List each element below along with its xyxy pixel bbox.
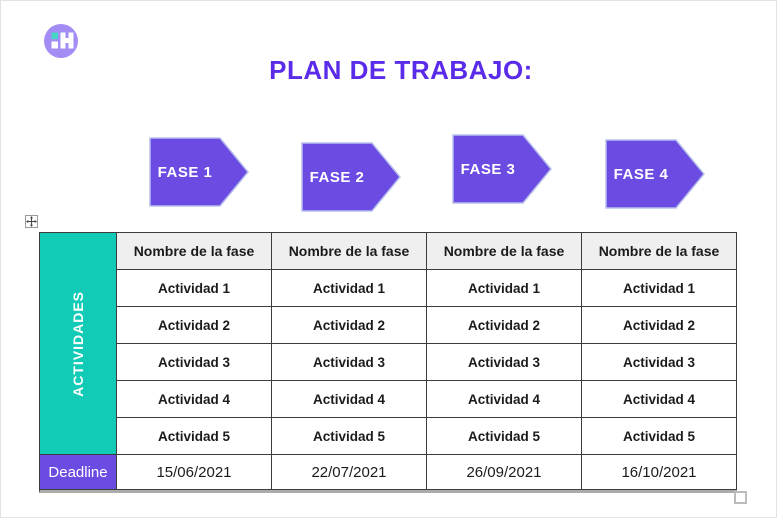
page-title[interactable]: PLAN DE TRABAJO: (269, 55, 533, 85)
table-move-handle[interactable] (25, 215, 38, 228)
deadline-date-cell-4[interactable]: 16/10/2021 (582, 455, 737, 490)
activity-cell[interactable]: Actividad 3 (427, 344, 582, 381)
activity-cell[interactable]: Actividad 4 (272, 381, 427, 418)
activity-cell[interactable]: Actividad 1 (272, 270, 427, 307)
column-header-cell-3[interactable]: Nombre de la fase (427, 233, 582, 270)
row-header-actividades[interactable]: ACTIVIDADES (40, 233, 117, 455)
activity-cell[interactable]: Actividad 3 (117, 344, 272, 381)
four-way-move-icon (26, 216, 37, 227)
row-header-label: ACTIVIDADES (70, 290, 86, 397)
activity-cell[interactable]: Actividad 4 (427, 381, 582, 418)
activity-cell[interactable]: Actividad 3 (272, 344, 427, 381)
table-resize-handle[interactable] (734, 491, 747, 504)
activity-cell[interactable]: Actividad 3 (582, 344, 737, 381)
activity-cell[interactable]: Actividad 1 (117, 270, 272, 307)
activity-cell[interactable]: Actividad 5 (117, 418, 272, 455)
arrow-pentagon-icon (452, 134, 552, 204)
activity-cell[interactable]: Actividad 4 (582, 381, 737, 418)
arrow-pentagon-icon (149, 137, 249, 207)
activity-cell[interactable]: Actividad 5 (582, 418, 737, 455)
deadline-date-cell-3[interactable]: 26/09/2021 (427, 455, 582, 490)
activity-cell[interactable]: Actividad 1 (582, 270, 737, 307)
phase-shape-fase-1[interactable]: FASE 1 (149, 137, 249, 207)
arrow-pentagon-icon (605, 139, 705, 209)
phase-shape-fase-4[interactable]: FASE 4 (605, 139, 705, 209)
activity-cell[interactable]: Actividad 2 (582, 307, 737, 344)
phase-shape-fase-3[interactable]: FASE 3 (452, 134, 552, 204)
activity-cell[interactable]: Actividad 2 (427, 307, 582, 344)
phase-label: FASE 1 (157, 163, 213, 181)
deadline-date-cell-1[interactable]: 15/06/2021 (117, 455, 272, 490)
activity-cell[interactable]: Actividad 4 (117, 381, 272, 418)
activity-cell[interactable]: Actividad 2 (272, 307, 427, 344)
column-header-cell-2[interactable]: Nombre de la fase (272, 233, 427, 270)
brand-logo (43, 23, 79, 59)
deadline-date-cell-2[interactable]: 22/07/2021 (272, 455, 427, 490)
activity-cell[interactable]: Actividad 1 (427, 270, 582, 307)
plan-table: ACTIVIDADES Nombre de la fase Nombre de … (39, 232, 737, 493)
phase-label: FASE 3 (460, 160, 516, 178)
column-header-cell-4[interactable]: Nombre de la fase (582, 233, 737, 270)
deadline-label-cell[interactable]: Deadline (40, 455, 117, 490)
phase-shape-fase-2[interactable]: FASE 2 (301, 142, 401, 212)
phase-label: FASE 2 (309, 168, 365, 186)
column-header-cell-1[interactable]: Nombre de la fase (117, 233, 272, 270)
activity-cell[interactable]: Actividad 2 (117, 307, 272, 344)
blocky-h-logo-icon (44, 24, 78, 58)
arrow-pentagon-icon (301, 142, 401, 212)
phase-label: FASE 4 (613, 165, 669, 183)
activity-cell[interactable]: Actividad 5 (272, 418, 427, 455)
activity-cell[interactable]: Actividad 5 (427, 418, 582, 455)
